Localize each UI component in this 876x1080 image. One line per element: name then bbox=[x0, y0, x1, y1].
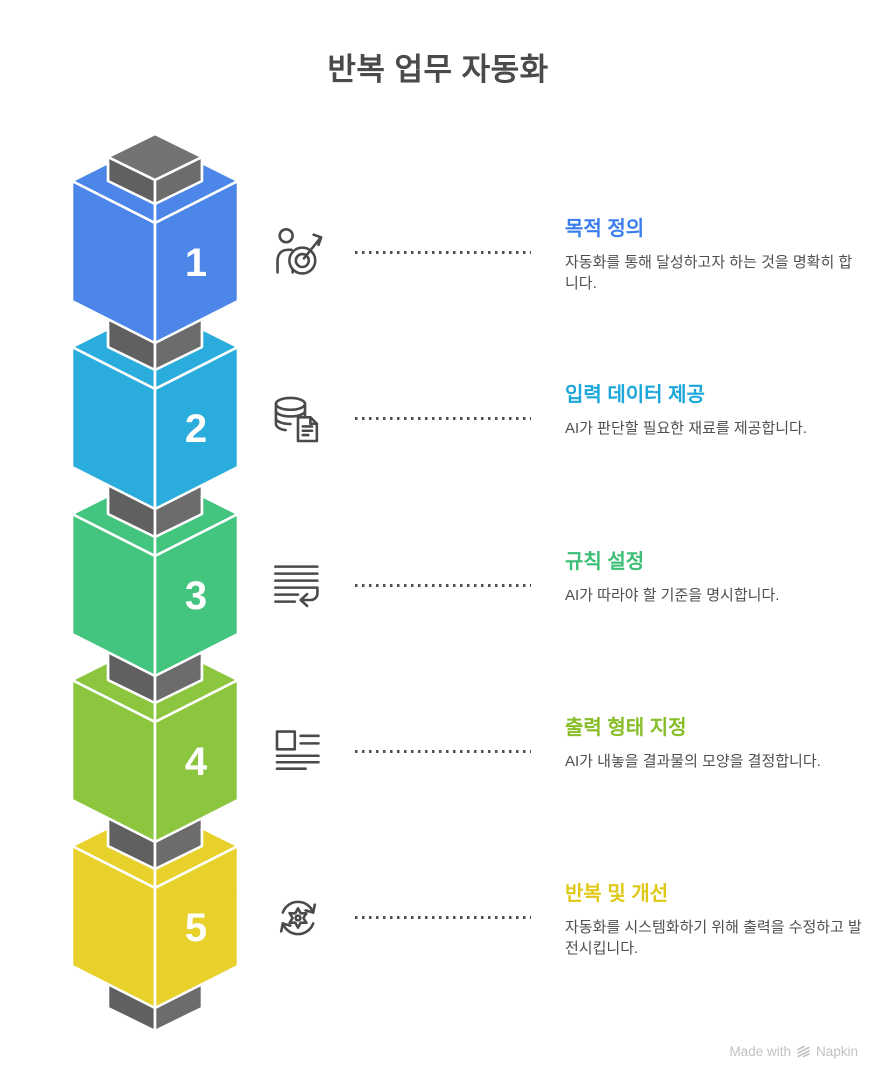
block-right-face bbox=[153, 678, 240, 844]
step-title: 반복 및 개선 bbox=[565, 883, 669, 905]
step-description: AI가 내놓을 결과물의 모양을 결정합니다. bbox=[565, 753, 821, 770]
step-number: 4 bbox=[185, 740, 208, 784]
watermark-brand: Napkin bbox=[815, 1044, 858, 1059]
step-title: 규칙 설정 bbox=[565, 551, 645, 573]
step-title: 입력 데이터 제공 bbox=[565, 384, 705, 406]
block-step-3: 3 bbox=[70, 494, 240, 678]
step-title: 출력 형태 지정 bbox=[565, 717, 687, 739]
block-step-2: 2 bbox=[70, 327, 240, 511]
block-right-face bbox=[153, 345, 240, 511]
block-right-face bbox=[153, 844, 240, 1010]
dotted-connector bbox=[355, 417, 531, 420]
database-document-icon bbox=[270, 392, 326, 448]
block-step-5: 5 bbox=[70, 826, 240, 1010]
page-title: 반복 업무 자동화 bbox=[327, 52, 549, 87]
napkin-logo-icon bbox=[797, 1045, 810, 1058]
block-right-face bbox=[153, 512, 240, 678]
dotted-connector bbox=[355, 251, 531, 254]
block-step-4: 4 bbox=[70, 660, 240, 844]
step-description: AI가 판단할 필요한 재료를 제공합니다. bbox=[565, 420, 808, 437]
step-1-text: 목적 정의 자동화를 통해 달성하고자 하는 것을 명확히 합니다. bbox=[565, 212, 865, 295]
iterate-gear-icon bbox=[270, 890, 326, 946]
step-description: AI가 따라야 할 기준을 명시합니다. bbox=[565, 587, 780, 604]
step-number: 2 bbox=[185, 407, 207, 451]
step-description: 자동화를 통해 달성하고자 하는 것을 명확히 합니다. bbox=[565, 254, 853, 293]
dotted-connector bbox=[355, 750, 531, 753]
step-4-text: 출력 형태 지정 AI가 내놓을 결과물의 모양을 결정합니다. bbox=[565, 711, 865, 772]
step-description: 자동화를 시스템화하기 위해 출력을 수정하고 발전시킵니다. bbox=[565, 919, 862, 958]
step-title: 목적 정의 bbox=[565, 218, 645, 240]
step-2-text: 입력 데이터 제공 AI가 판단할 필요한 재료를 제공합니다. bbox=[565, 378, 865, 439]
step-3-text: 규칙 설정 AI가 따라야 할 기준을 명시합니다. bbox=[565, 545, 865, 606]
dotted-connector bbox=[355, 916, 531, 919]
layout-document-icon bbox=[270, 724, 326, 780]
pillar-top-face bbox=[106, 132, 204, 182]
step-number: 1 bbox=[185, 241, 207, 285]
watermark-text: Made with bbox=[729, 1044, 791, 1059]
block-tower-diagram: 1 2 3 4 bbox=[70, 132, 240, 1033]
dotted-connector bbox=[355, 584, 531, 587]
watermark: Made with Napkin bbox=[729, 1044, 858, 1059]
step-number: 5 bbox=[185, 906, 207, 950]
block-right-face bbox=[153, 179, 240, 345]
block-step-1: 1 bbox=[70, 161, 240, 345]
step-5-text: 반복 및 개선 자동화를 시스템화하기 위해 출력을 수정하고 발전시킵니다. bbox=[565, 877, 865, 960]
step-number: 3 bbox=[185, 574, 207, 618]
rules-list-icon bbox=[270, 558, 326, 614]
person-target-icon bbox=[270, 225, 326, 281]
